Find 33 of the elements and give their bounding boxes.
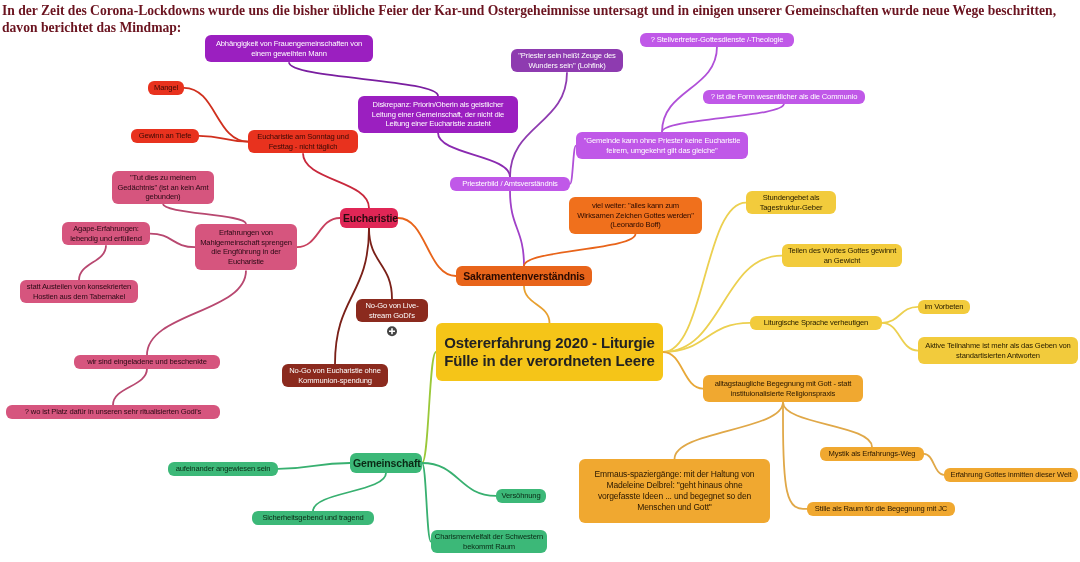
connector-line: [421, 351, 437, 464]
connector-line: [523, 285, 551, 324]
connector-line: [523, 232, 637, 267]
connector-line: [78, 244, 107, 281]
connector-line: [662, 351, 704, 390]
connector-line: [334, 227, 370, 365]
connector-line: [162, 202, 247, 225]
connector-line: [397, 217, 457, 277]
connector-line: [112, 367, 148, 406]
connector-line: [421, 462, 432, 543]
connector-line: [421, 462, 497, 497]
connector-line: [288, 61, 439, 97]
central-topic-box: Ostererfahrung 2020 - Liturgie Fülle in der verordneten Leere: [436, 323, 663, 381]
connector-line: [302, 152, 370, 209]
branch-topic-box: Eucharistie: [340, 208, 398, 228]
heading: In der Zeit des Corona-Lockdowns wurde uns die bisher übliche Feier der Kar-und Ostergeheimnisse untersagt und in einigen unserer Gemeinschaften wurde neue Wege beschritten, davon berichtet das Mindmap:: [2, 2, 1058, 36]
connector-line: [661, 45, 718, 133]
connector-line: [509, 189, 525, 267]
connector-line: [661, 102, 785, 133]
branch-topic-box: Sakramentenverständnis: [456, 266, 592, 286]
connector-line: [146, 269, 247, 356]
connector-line: [149, 232, 196, 249]
connector-line: [881, 321, 919, 352]
branch-topic-box: Gemeinschaft: [350, 453, 422, 473]
subtopic-box: Emmaus-spaziergänge: mit der Haltung von Madeleine Delbrel: "geht hinaus ohne vorgefasste Ideen ... und begegnet so den Menschen und Gott": [579, 459, 770, 523]
connector-line: [569, 144, 577, 185]
connector-line: [923, 452, 945, 476]
connector-line: [509, 71, 568, 178]
connector-line: [183, 86, 249, 143]
connector-line: [296, 217, 341, 249]
connector-line: [277, 462, 351, 470]
connector-line: [198, 134, 249, 143]
connector-line: [312, 472, 387, 512]
